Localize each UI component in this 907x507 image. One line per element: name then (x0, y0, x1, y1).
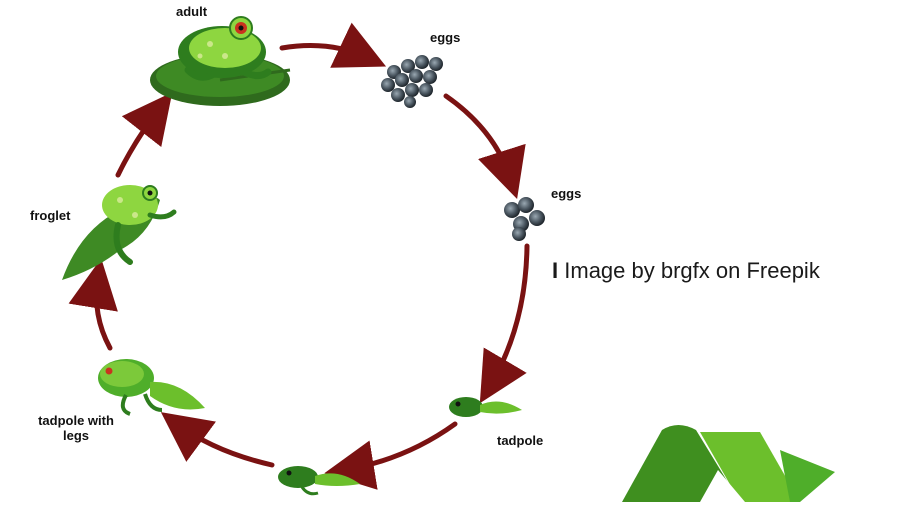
arrow-small-tadpole-to-legs (177, 424, 272, 465)
tadpole-legs-icon (98, 359, 205, 414)
label-tadpole-with-legs: tadpole with legs (34, 413, 118, 443)
credit-text: Image by brgfx on Freepik (564, 258, 820, 283)
arrow-tadpole-to-small-tadpole (344, 424, 455, 470)
credit-marker: I (552, 258, 558, 283)
arrow-eggs-to-tadpole (490, 246, 527, 386)
recycle-icon (622, 425, 835, 502)
label-tadpole-with-legs-line1: tadpole with (34, 413, 118, 428)
adult-frog-icon (150, 17, 290, 106)
egg-small-icon (504, 197, 545, 241)
label-eggs-cluster: eggs (430, 30, 460, 45)
label-tadpole: tadpole (497, 433, 543, 448)
label-adult: adult (176, 4, 207, 19)
arrow-eggs-to-eggs (446, 96, 511, 180)
label-froglet: froglet (30, 208, 70, 223)
arrow-legs-to-froglet (97, 278, 111, 348)
label-eggs-small: eggs (551, 186, 581, 201)
arrow-adult-to-eggs (282, 46, 368, 58)
image-credit: I Image by brgfx on Freepik (552, 258, 820, 284)
arrow-froglet-to-adult (118, 108, 160, 175)
egg-cluster-icon (381, 55, 443, 108)
tadpole-icon (449, 397, 522, 417)
label-tadpole-with-legs-line2: legs (34, 428, 118, 443)
froglet-icon (62, 185, 174, 280)
